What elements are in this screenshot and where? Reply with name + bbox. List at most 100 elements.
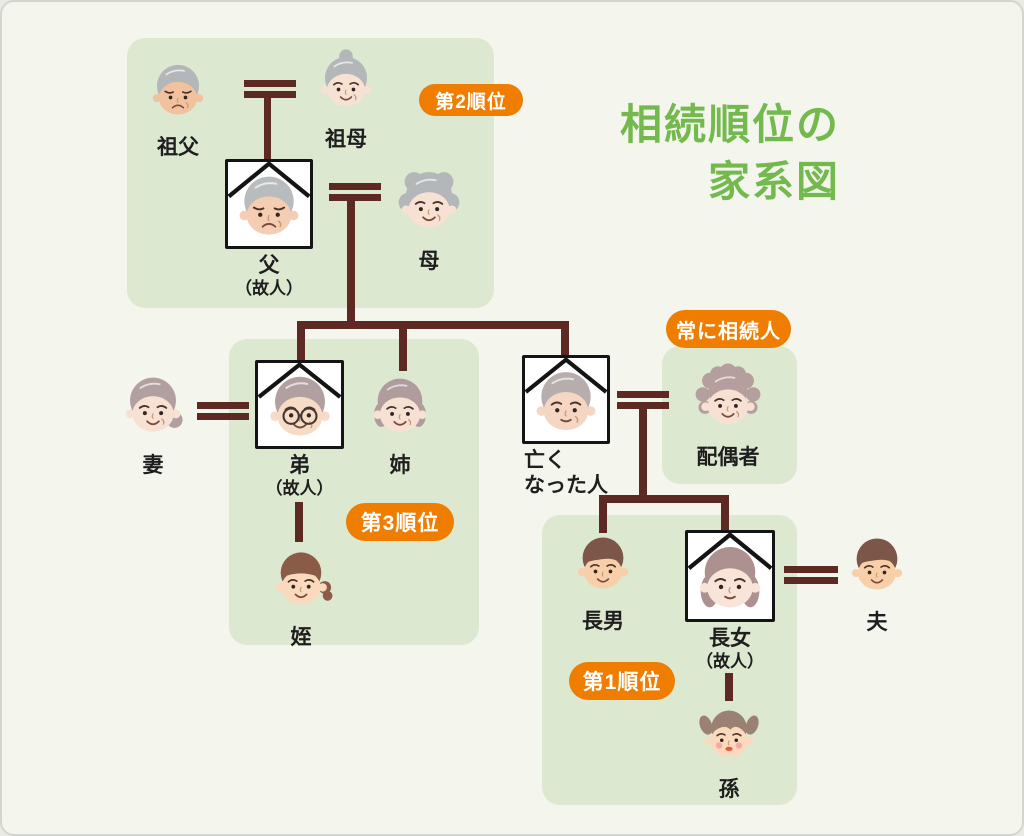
person-label: 亡くなった人 [524, 449, 608, 499]
line-couple-down [639, 409, 647, 499]
person-father: 父（故人） [225, 159, 313, 298]
person-label: 長男 [582, 610, 624, 635]
father-avatar [229, 164, 309, 246]
deceased-note: （故人） [265, 478, 334, 498]
grandmother-avatar [312, 48, 380, 116]
person-name: 亡く [524, 449, 566, 472]
person-younger-brother: 弟（故人） [255, 360, 344, 498]
line-drop-brother [297, 329, 305, 361]
person-spouse: 配偶者 [692, 362, 764, 469]
deceased-note: （故人） [235, 278, 303, 298]
person-eldest-son: 長男 [569, 530, 637, 633]
person-name: 弟 [289, 454, 310, 477]
person-name: 母 [418, 250, 440, 273]
person-name: 長女 [709, 627, 751, 650]
person-label: 孫 [719, 778, 740, 803]
person-niece: 姪 [266, 544, 336, 649]
eldest-son-face-icon [577, 537, 629, 589]
line-drop-sister [399, 329, 407, 371]
person-wife: 妻 [116, 368, 190, 477]
marriage-bar [244, 80, 296, 87]
memorial-frame [255, 360, 344, 449]
spouse-avatar [692, 362, 764, 434]
page-title-line1: 相続順位の [619, 101, 840, 148]
line-drop-deceased [561, 329, 569, 356]
mother-avatar [392, 164, 466, 238]
page-title: 相続順位の 家系図 [540, 96, 840, 210]
person-mother: 母 [392, 164, 466, 273]
line-grandparents-to-father [264, 98, 271, 160]
memorial-frame [225, 159, 313, 249]
grandchild-face-icon [699, 710, 759, 757]
line-drop-eldest-son [599, 503, 607, 533]
deceased-note: （故人） [696, 651, 764, 671]
person-grandmother: 祖母 [312, 48, 380, 151]
older-sister-avatar [364, 370, 436, 442]
person-label: 父（故人） [235, 254, 303, 299]
spouse-face-icon [695, 363, 761, 424]
person-label: 母 [419, 250, 440, 275]
person-label: 祖父 [157, 136, 199, 161]
younger-brother-avatar [259, 365, 340, 446]
grandchild-avatar [696, 700, 762, 766]
eldest-daughter-avatar [689, 535, 770, 619]
grandfather-avatar [144, 56, 212, 124]
page-title-line2: 家系図 [707, 158, 840, 206]
person-grandfather: 祖父 [144, 56, 212, 159]
person-grandchild: 孫 [696, 700, 762, 801]
person-label: 配偶者 [697, 446, 760, 471]
older-sister-face-icon [373, 378, 427, 432]
younger-brother-face-icon [269, 376, 330, 436]
person-name: 配偶者 [696, 446, 760, 469]
marriage-bar [244, 91, 296, 98]
marriage-bar [329, 183, 381, 190]
father-face-icon [239, 176, 299, 235]
memorial-frame [685, 530, 775, 622]
marriage-deceased-spouse [617, 391, 669, 409]
person-eldest-daughter: 長女（故人） [685, 530, 775, 671]
grandmother-face-icon [320, 49, 372, 107]
person-deceased-person: 亡くなった人 [522, 355, 610, 497]
badge-rank1: 第1順位 [569, 662, 675, 700]
person-name: 姉 [389, 454, 411, 477]
person-husband: 夫 [843, 531, 911, 634]
person-label: 姪 [291, 626, 312, 651]
person-label: 長女（故人） [696, 627, 764, 672]
marriage-daughter-husband [784, 566, 838, 584]
person-label: 姉 [390, 454, 411, 479]
eldest-son-avatar [569, 530, 637, 598]
husband-face-icon [851, 538, 903, 590]
line-sibling-bar [297, 321, 569, 329]
husband-avatar [843, 531, 911, 599]
line-daughter-to-grandchild [725, 673, 733, 701]
deceased-person-avatar [526, 360, 606, 441]
memorial-frame [522, 355, 610, 444]
marriage-bar [784, 577, 838, 584]
grandfather-face-icon [152, 64, 204, 115]
person-label: 弟（故人） [266, 454, 334, 499]
line-drop-eldest-daughter [721, 503, 729, 531]
mother-face-icon [398, 172, 460, 228]
niece-avatar [266, 544, 336, 614]
line-children-bar [599, 495, 729, 503]
marriage-bar [197, 413, 249, 420]
badge-rank3: 第3順位 [346, 503, 454, 541]
line-parents-down [347, 201, 355, 329]
marriage-bar [784, 566, 838, 573]
person-name: 祖母 [325, 128, 367, 151]
person-name: 姪 [290, 626, 312, 649]
deceased-person-face-icon [536, 372, 596, 431]
badge-rank2: 第2順位 [419, 84, 523, 116]
person-name: 妻 [142, 454, 164, 477]
marriage-parents [329, 183, 381, 201]
niece-face-icon [275, 552, 333, 605]
marriage-bar [617, 402, 669, 409]
person-name: 夫 [866, 611, 888, 634]
person-name-line2: なった人 [524, 473, 608, 497]
wife-avatar [116, 368, 190, 442]
eldest-daughter-face-icon [699, 547, 761, 608]
marriage-grandparents [244, 80, 296, 98]
person-name: 孫 [718, 778, 740, 801]
marriage-bar [329, 194, 381, 201]
